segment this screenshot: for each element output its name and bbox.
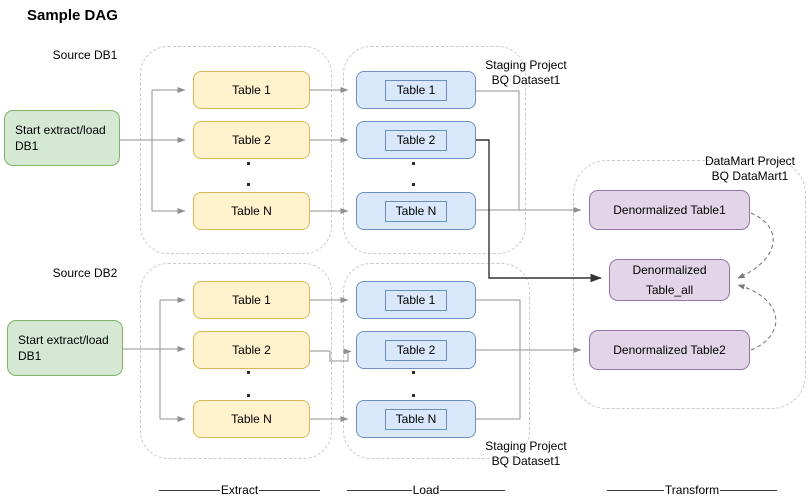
stage-line-right: [440, 489, 506, 491]
extract-table-node[interactable]: Table 2: [193, 121, 310, 159]
ellipsis-dot: [412, 183, 415, 186]
start-node-db1[interactable]: Start extract/load DB1: [4, 110, 120, 166]
staging-label-line1: Staging Project: [485, 439, 567, 453]
stage-line-left: [159, 489, 220, 491]
staging-label-line2: BQ Dataset1: [491, 454, 561, 468]
datamart-label-line1: DataMart Project: [704, 154, 796, 168]
stage-label-text: Load: [412, 483, 440, 497]
stage-label-text: Transform: [664, 483, 720, 497]
load-table-node[interactable]: Table 1: [356, 281, 476, 319]
denormalized-table2-node[interactable]: Denormalized Table2: [589, 330, 750, 370]
extract-table-node[interactable]: Table N: [193, 192, 310, 230]
source-db2-label: Source DB2: [52, 266, 118, 280]
ellipsis-dot: [247, 394, 250, 397]
staging-project-label-bottom: Staging Project BQ Dataset1: [462, 439, 590, 469]
staging-label-line1: Staging Project: [485, 58, 567, 72]
stage-line-left: [347, 489, 412, 491]
extract-group-db1: [140, 46, 332, 254]
extract-table-node[interactable]: Table 1: [193, 281, 310, 319]
arrow-denorm2-denormall-dashed: [737, 284, 777, 351]
load-table-node[interactable]: Table N: [356, 192, 476, 230]
staging-project-label-top: Staging Project BQ Dataset1: [462, 58, 590, 88]
stage-label-text: Extract: [220, 483, 259, 497]
ellipsis-dot: [247, 162, 250, 165]
ellipsis-dot: [247, 371, 250, 374]
extract-table-node[interactable]: Table N: [193, 400, 310, 438]
load-group-db1: [343, 46, 526, 254]
arrow-extract2-load2: [310, 348, 352, 362]
extract-table-node[interactable]: Table 2: [193, 331, 310, 369]
denormalized-table-all-line2: Table_all: [645, 283, 694, 297]
arrow-load1-table2-denormall: [476, 139, 602, 283]
ellipsis-dot: [247, 183, 250, 186]
datamart-project-label: DataMart Project BQ DataMart1: [694, 154, 806, 184]
arrow-load1-merge: [476, 90, 520, 210]
stage-label-load: Load: [347, 483, 506, 497]
diagram-title: Sample DAG: [27, 7, 118, 24]
stage-label-extract: Extract: [159, 483, 320, 497]
load-table-node[interactable]: Table N: [356, 400, 476, 438]
staging-label-line2: BQ Dataset1: [491, 73, 561, 87]
extract-table-node[interactable]: Table 1: [193, 71, 310, 109]
ellipsis-dot: [412, 394, 415, 397]
load-table-node[interactable]: Table 1: [356, 71, 476, 109]
load-table-node[interactable]: Table 2: [356, 331, 476, 369]
arrow-load2-merge: [476, 299, 521, 419]
source-db1-label: Source DB1: [52, 48, 118, 62]
start-node-db2[interactable]: Start extract/load DB1: [7, 320, 123, 376]
ellipsis-dot: [412, 371, 415, 374]
denormalized-table1-node[interactable]: Denormalized Table1: [589, 190, 750, 230]
stage-line-right: [259, 489, 320, 491]
stage-line-right: [720, 489, 778, 491]
load-table-inner-rect: Table 2: [385, 129, 447, 151]
denormalized-table-all-node[interactable]: Denormalized Table_all: [609, 259, 730, 301]
stage-line-left: [607, 489, 664, 491]
load-table-inner-rect: Table 1: [385, 289, 447, 311]
ellipsis-dot: [412, 162, 415, 165]
load-table-inner-rect: Table 1: [385, 79, 447, 101]
load-table-inner-rect: Table N: [385, 408, 447, 430]
datamart-label-line2: BQ DataMart1: [711, 169, 789, 183]
load-table-inner-rect: Table 2: [385, 339, 447, 361]
load-table-inner-rect: Table N: [385, 200, 447, 222]
stage-label-transform: Transform: [607, 483, 778, 497]
datamart-group: [573, 160, 806, 409]
load-table-node[interactable]: Table 2: [356, 121, 476, 159]
denormalized-table-all-line1: Denormalized: [632, 263, 707, 277]
arrow-denorm1-denormall-dashed: [737, 212, 774, 279]
